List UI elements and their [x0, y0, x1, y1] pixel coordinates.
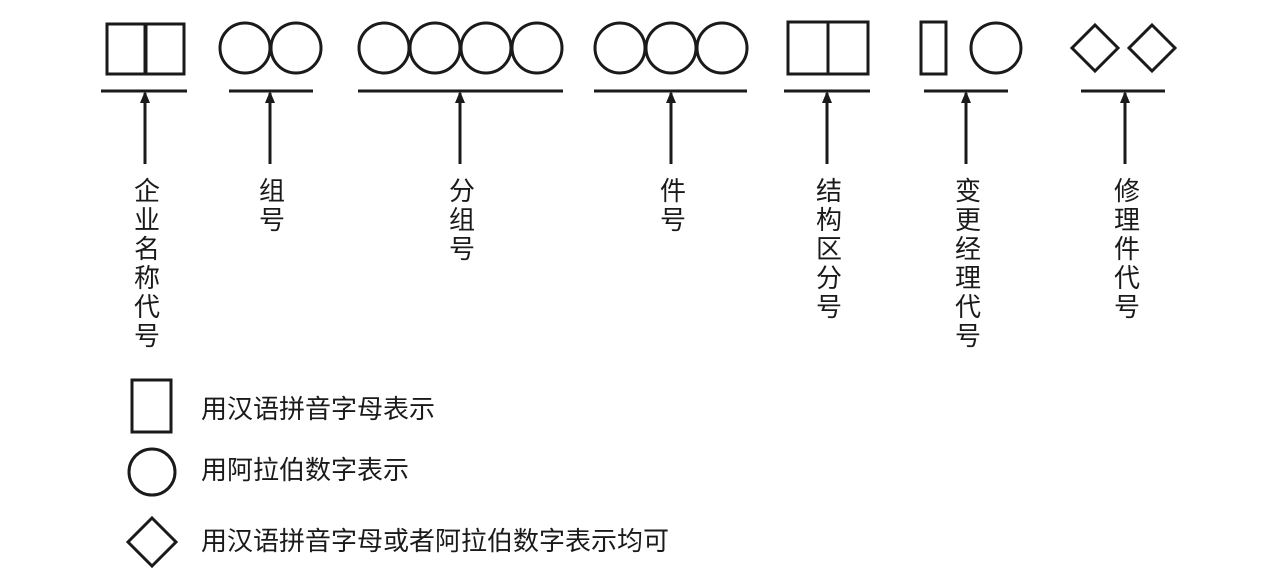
- segment-1-square-placeholder: [105, 22, 148, 76]
- segment-label-char: 构: [816, 206, 842, 236]
- segment-label-char: 企: [134, 177, 160, 207]
- segment-3-circle-placeholder: [408, 21, 462, 75]
- segment-label-char: 分: [816, 264, 842, 294]
- legend-text: 用汉语拼音字母或者阿拉伯数字表示均可: [201, 527, 669, 557]
- segment-label-char: 理: [955, 264, 981, 294]
- segment-5-square-placeholder: [826, 20, 870, 76]
- segment-label-char: 代: [955, 293, 981, 323]
- segment-label-char: 件: [1114, 235, 1140, 265]
- segment-5-square-placeholder: [786, 20, 830, 76]
- segment-label-char: 称: [134, 264, 160, 294]
- segment-label-char: 号: [134, 322, 160, 352]
- segment-label-char: 代: [134, 293, 160, 323]
- segment-1-square-placeholder: [143, 22, 186, 76]
- segment-4-circle-placeholder: [593, 21, 647, 75]
- segment-label-char: 变: [955, 177, 981, 207]
- segment-4-circle-placeholder: [695, 21, 749, 75]
- legend-text: 用阿拉伯数字表示: [201, 456, 409, 486]
- segment-label-char: 区: [816, 235, 842, 265]
- segment-label-char: 修: [1114, 177, 1140, 207]
- code-segment-2: 组号: [218, 21, 323, 236]
- segment-7-diamond-placeholder: [1069, 22, 1121, 74]
- segment-label-char: 号: [1114, 293, 1140, 323]
- segment-3-circle-placeholder: [357, 21, 411, 75]
- segment-label-char: 号: [955, 322, 981, 352]
- legend-circle-symbol: [127, 447, 177, 497]
- code-segment-3: 分组号: [357, 21, 564, 265]
- segment-7-diamond-placeholder: [1126, 22, 1178, 74]
- segment-label-char: 组: [259, 177, 285, 207]
- segment-label-char: 经: [955, 235, 981, 265]
- segment-label-char: 号: [259, 206, 285, 236]
- segment-label-char: 业: [134, 206, 160, 236]
- segment-label-char: 号: [816, 293, 842, 323]
- segment-label-char: 组: [449, 206, 475, 236]
- code-segment-4: 件号: [593, 21, 749, 236]
- segment-2-circle-placeholder: [269, 21, 323, 75]
- segment-4-circle-placeholder: [644, 21, 698, 75]
- segment-2-circle-placeholder: [218, 21, 272, 75]
- segment-label-char: 号: [449, 235, 475, 265]
- segment-label-char: 号: [660, 206, 686, 236]
- segment-label-char: 理: [1114, 206, 1140, 236]
- legend-diamond-symbol: [125, 515, 179, 569]
- segment-label-char: 分: [449, 177, 475, 207]
- legend-item-diamond: 用汉语拼音字母或者阿拉伯数字表示均可: [125, 515, 669, 569]
- segment-label-char: 代: [1114, 264, 1140, 294]
- segment-label-char: 结: [816, 177, 842, 207]
- segment-label-char: 名: [134, 235, 160, 265]
- legend-text: 用汉语拼音字母表示: [201, 395, 435, 425]
- legend-item-circle: 用阿拉伯数字表示: [127, 447, 409, 497]
- segment-label-char: 件: [660, 177, 686, 207]
- segment-3-circle-placeholder: [510, 21, 564, 75]
- legend-square-symbol: [130, 378, 173, 434]
- segment-6-square-placeholder: [919, 20, 948, 76]
- legend-item-square: 用汉语拼音字母表示: [130, 378, 435, 434]
- segment-3-circle-placeholder: [459, 21, 513, 75]
- segment-label-char: 更: [955, 206, 981, 236]
- segment-6-circle-placeholder: [969, 21, 1023, 75]
